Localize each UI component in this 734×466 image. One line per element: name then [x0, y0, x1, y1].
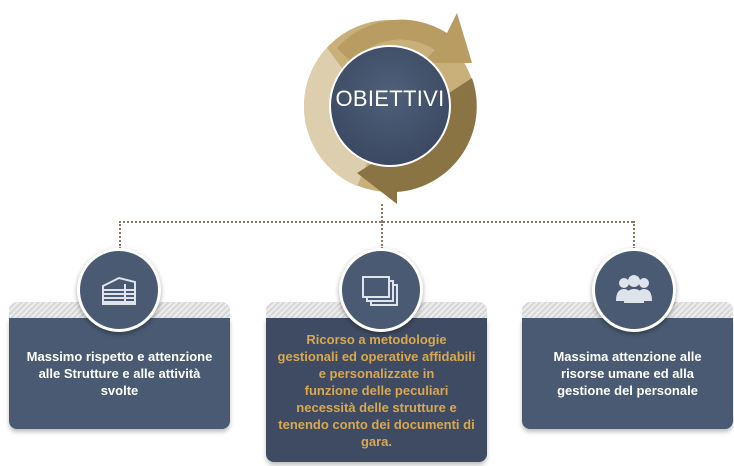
card-methodologies-text: Ricorso a metodologie gestionali ed oper… [277, 331, 476, 449]
people-icon [616, 275, 652, 303]
card-personnel-text: Massima attenzione alle risorse umane ed… [553, 349, 702, 398]
connector-horizontal [119, 221, 633, 223]
connector-center-top [381, 204, 383, 222]
card-personnel: Massima attenzione alle risorse umane ed… [522, 318, 733, 429]
building-icon [102, 276, 136, 305]
card-structures-text: Massimo rispetto e attenzione alle Strut… [26, 349, 213, 398]
objectives-cycle: OBIETTIVI [297, 8, 483, 204]
stacked-windows-icon [362, 276, 398, 306]
card-structures-badge [77, 248, 161, 332]
connector-right [633, 221, 635, 249]
card-personnel-badge [592, 248, 676, 332]
connector-middle [381, 221, 383, 249]
card-structures: Massimo rispetto e attenzione alle Strut… [9, 318, 230, 429]
cycle-arrows-icon [303, 13, 477, 204]
connector-left [119, 221, 121, 249]
center-title: OBIETTIVI [335, 86, 445, 111]
card-methodologies: Ricorso a metodologie gestionali ed oper… [266, 318, 487, 462]
card-methodologies-badge [339, 248, 423, 332]
